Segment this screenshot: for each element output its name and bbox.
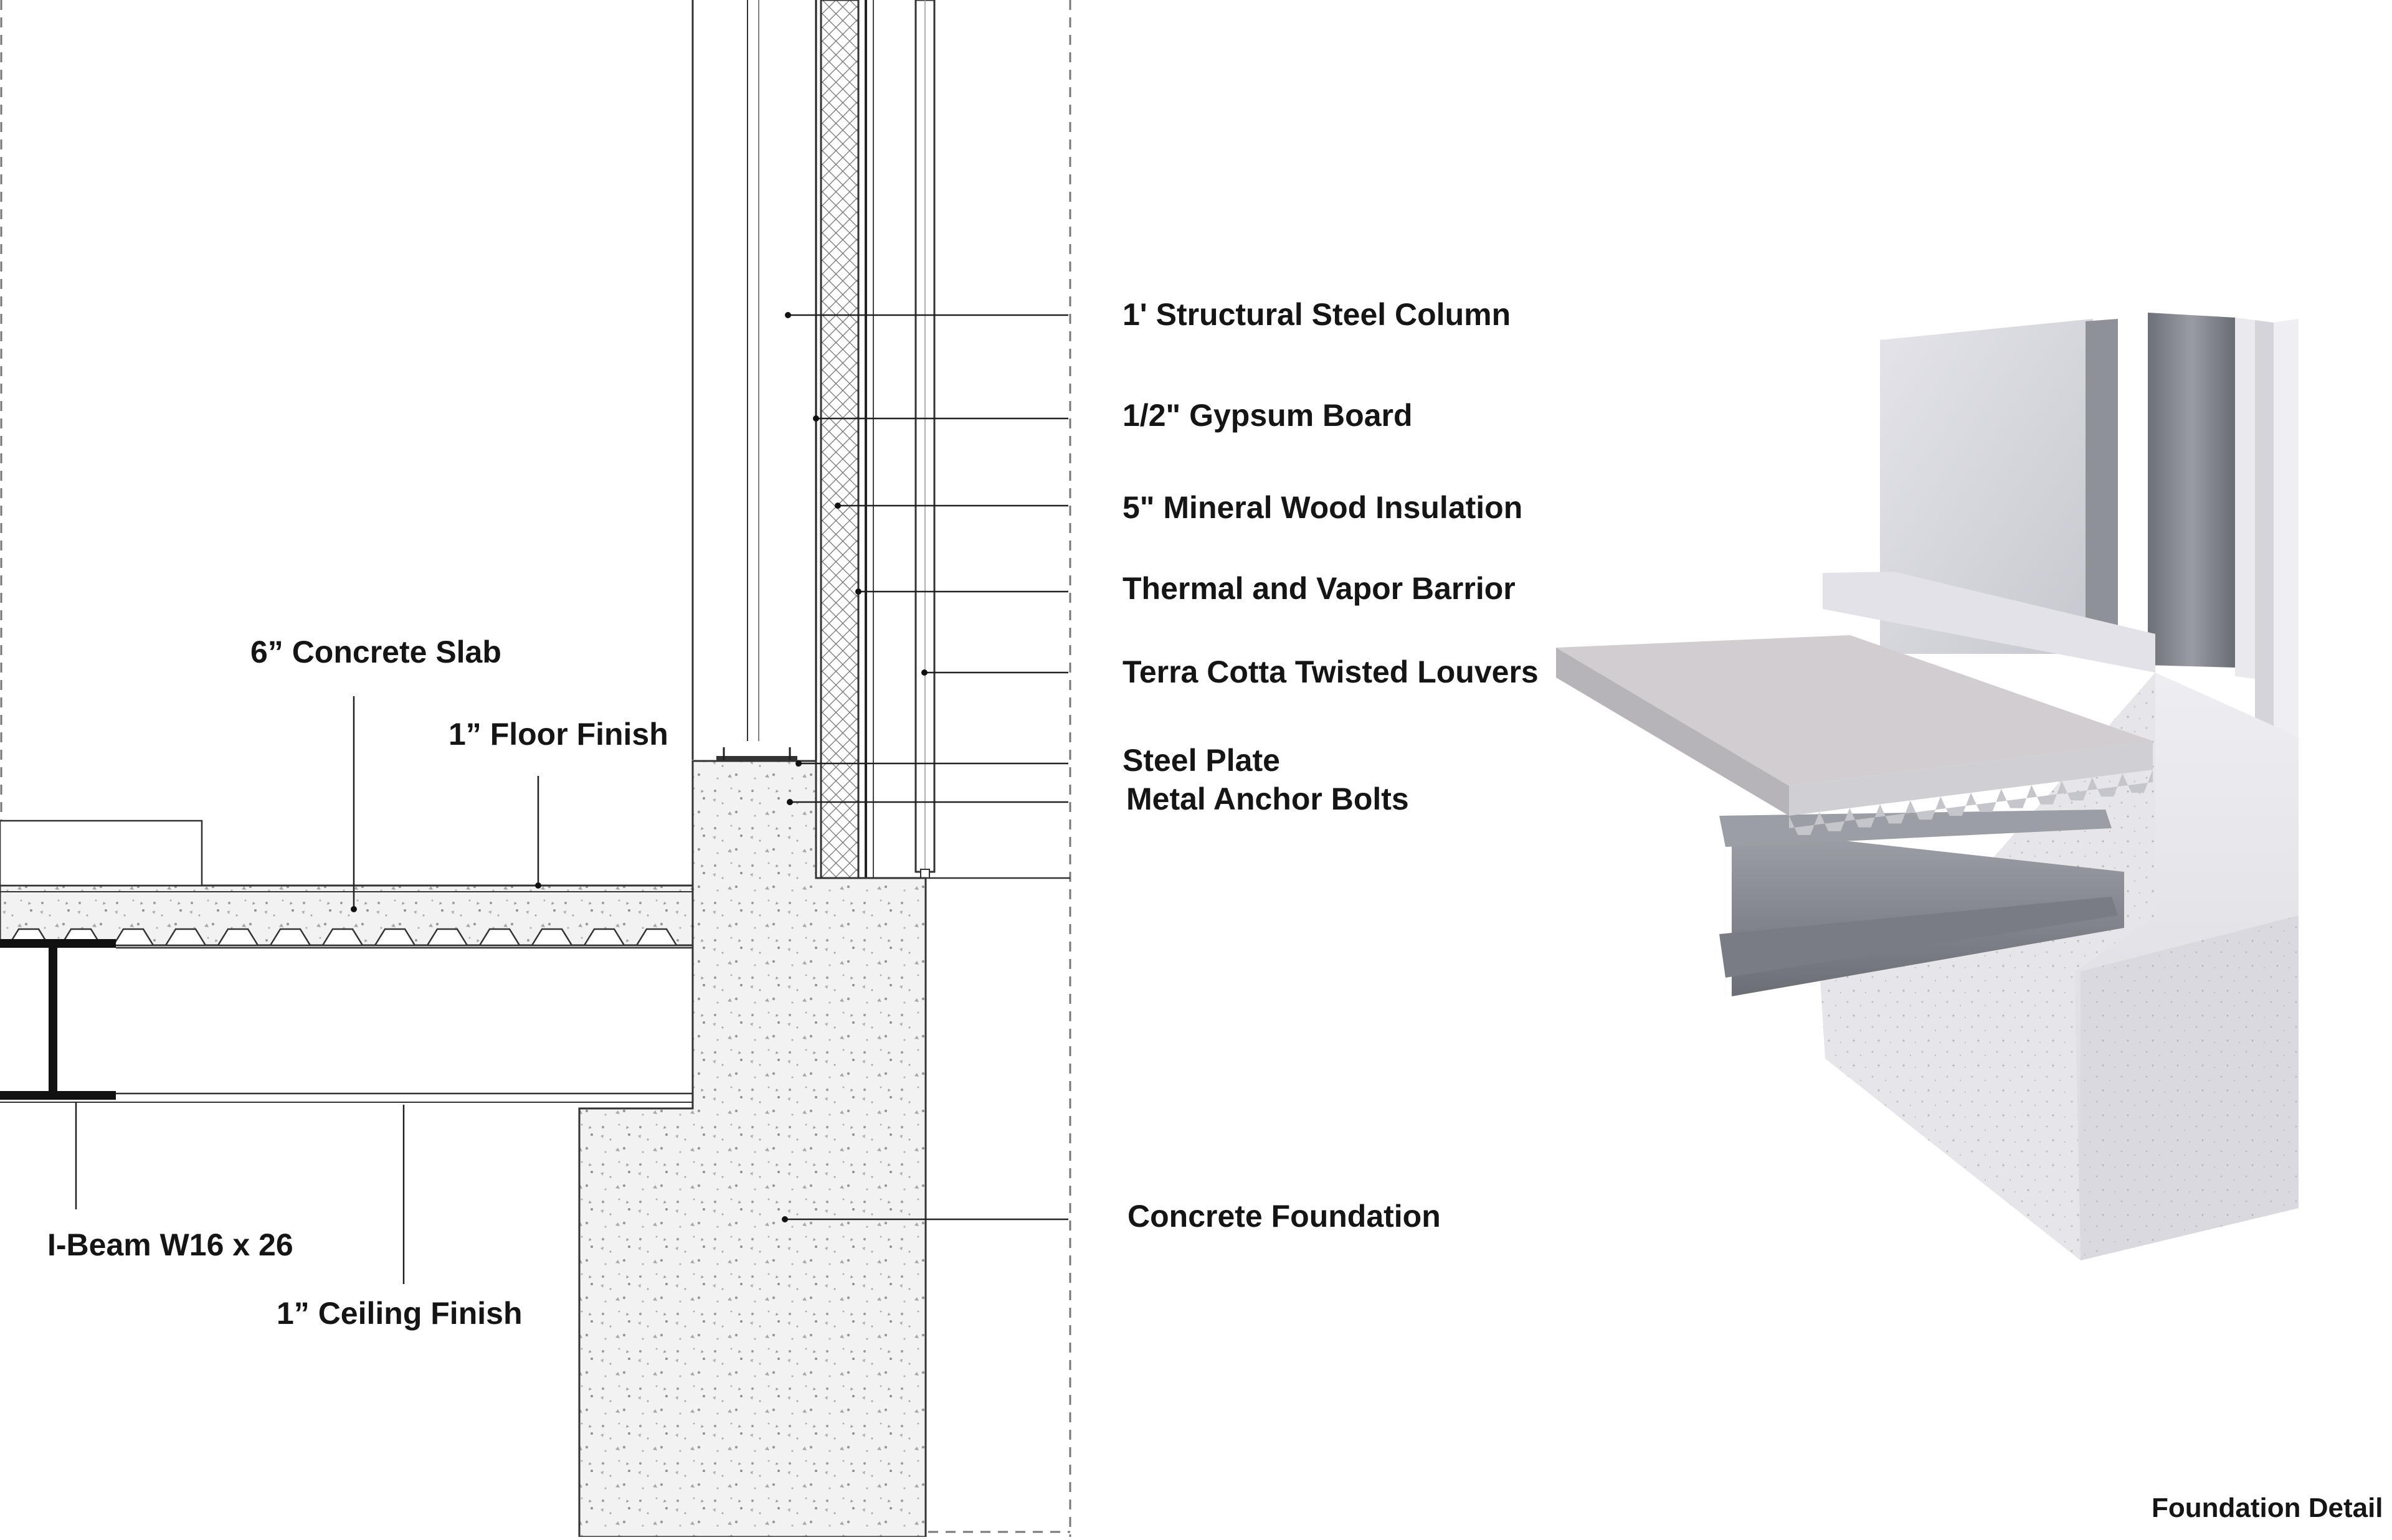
label-ceiling-finish: 1” Ceiling Finish (277, 1296, 522, 1331)
label-concrete-slab: 6” Concrete Slab (250, 635, 501, 669)
render-louver-3 (2274, 319, 2299, 737)
render-curb-top (1823, 572, 2155, 673)
label-vapor-barrier: Thermal and Vapor Barrior (1122, 571, 1516, 606)
ibeam-web (49, 947, 57, 1094)
ibeam-top-flange (0, 939, 116, 948)
diagram-caption: Foundation Detail (2152, 1493, 2383, 1523)
deck-rib (321, 928, 364, 947)
deck-rib (216, 928, 260, 947)
render-louver-1 (2235, 318, 2255, 679)
deck-rib (164, 928, 207, 947)
axonometric-rendering (1556, 313, 2299, 1260)
deck-rib (478, 928, 521, 947)
louver-bracket (920, 869, 930, 879)
deck-rib (530, 928, 574, 947)
label-gypsum-board: 1/2" Gypsum Board (1122, 398, 1413, 433)
render-ibeam-bottom-flange (1719, 897, 2118, 978)
deck-rib (112, 928, 155, 947)
render-column-flange (2086, 319, 2118, 650)
left-leaders (75, 696, 539, 1284)
render-louver-2 (2255, 320, 2274, 735)
label-anchor-bolts: Metal Anchor Bolts (1126, 782, 1409, 816)
right-labels: 1' Structural Steel Column 1/2" Gypsum B… (1122, 297, 1539, 1234)
deck-rib (268, 928, 312, 947)
left-labels: 6” Concrete Slab 1” Floor Finish I-Beam … (47, 635, 668, 1331)
deck-rib (425, 928, 469, 947)
label-steel-plate: Steel Plate (1122, 743, 1280, 778)
deck-rib (373, 928, 417, 947)
render-metal-deck (1789, 770, 2153, 835)
deck-rib (635, 928, 678, 947)
render-slab-front-edge (1789, 741, 2153, 816)
label-concrete-foundation: Concrete Foundation (1127, 1199, 1441, 1234)
steel-plate (716, 756, 797, 762)
section-drawing (0, 0, 1071, 1538)
label-ibeam: I-Beam W16 x 26 (47, 1227, 293, 1262)
render-steel-column (2148, 313, 2235, 668)
concrete-foundation-section (578, 760, 927, 1538)
render-wall-panel (1880, 319, 2093, 654)
floor-curb (0, 820, 203, 887)
right-leaders (785, 314, 1068, 1221)
mineral-wool-insulation (820, 0, 860, 879)
leader-dots (782, 312, 928, 1222)
label-steel-column: 1' Structural Steel Column (1122, 297, 1511, 332)
ibeam-bottom-flange (0, 1091, 116, 1100)
label-floor-finish: 1” Floor Finish (448, 717, 668, 752)
render-slab-top (1556, 635, 2153, 786)
render-slab-left-edge (1556, 648, 1789, 816)
deck-rib (582, 928, 626, 947)
label-mineral-insulation: 5" Mineral Wood Insulation (1122, 490, 1522, 525)
slab-leader-dot (351, 906, 357, 912)
render-foundation-side-texture (2081, 915, 2299, 1260)
label-terra-cotta-louvers: Terra Cotta Twisted Louvers (1122, 654, 1539, 689)
floor-leader-dot (535, 882, 541, 889)
